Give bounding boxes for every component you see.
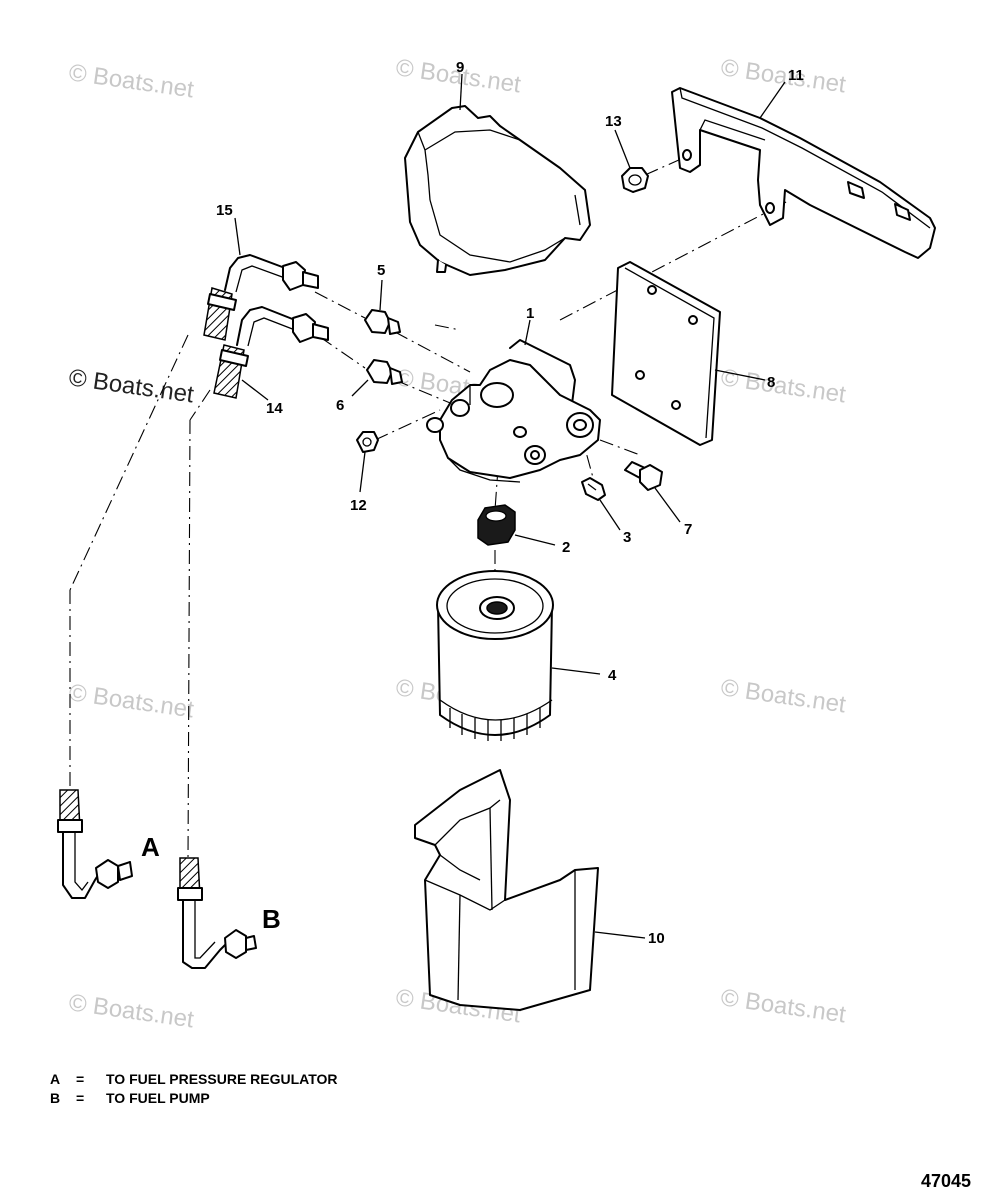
callout-5: 5: [377, 262, 385, 279]
watermark: © Boats.net: [719, 984, 848, 1028]
callout-1: 1: [526, 305, 534, 322]
callout-12: 12: [350, 497, 367, 514]
fitting-6: [366, 359, 403, 385]
callout-13: 13: [605, 113, 622, 130]
fuel-line-14: [213, 306, 329, 399]
callout-2: 2: [562, 539, 570, 556]
assembly-lines: [69, 154, 791, 861]
nut-13: [621, 167, 649, 193]
legend-separator: =: [76, 1071, 85, 1087]
callout-3: 3: [623, 529, 631, 546]
fuel-line-end-b: [177, 857, 257, 969]
legend-key: B: [50, 1090, 61, 1106]
fuel-line-15: [203, 254, 319, 341]
filter-cover: [404, 105, 591, 276]
watermark: © Boats.net: [719, 674, 848, 718]
callout-14: 14: [266, 400, 283, 417]
mounting-bracket: [671, 87, 936, 259]
callout-10: 10: [648, 930, 665, 947]
legend-separator: =: [76, 1090, 85, 1106]
watermark: © Boats.net: [67, 679, 196, 723]
connection-label-b: B: [262, 904, 281, 934]
filter-head: [426, 339, 601, 483]
legend-text: TO FUEL PRESSURE REGULATOR: [106, 1071, 338, 1087]
callout-8: 8: [767, 374, 775, 391]
callout-6: 6: [336, 397, 344, 414]
connection-label-a: A: [141, 832, 160, 862]
nut-12: [356, 431, 379, 453]
fitting-3: [581, 477, 606, 501]
legend-row-b: B = TO FUEL PUMP: [50, 1089, 338, 1108]
watermark: © Boats.net: [67, 59, 196, 103]
fuel-filter-element: [436, 570, 554, 741]
watermark: © Boats.net: [719, 54, 848, 98]
leader-lines: [234, 73, 786, 939]
legend-text: TO FUEL PUMP: [106, 1090, 210, 1106]
callout-9: 9: [456, 59, 464, 76]
lower-filter-shield: [414, 769, 599, 1011]
adapter-2: [477, 504, 516, 546]
watermark: © Boats.net: [719, 364, 848, 408]
callout-11: 11: [788, 67, 804, 84]
diagram-code: 47045: [920, 1171, 971, 1191]
watermark: © Boats.net: [67, 989, 196, 1033]
callout-4: 4: [608, 667, 617, 684]
legend-key: A: [50, 1071, 61, 1087]
fitting-5: [364, 309, 401, 335]
legend-row-a: A = TO FUEL PRESSURE REGULATOR: [50, 1070, 338, 1089]
callout-15: 15: [216, 202, 233, 219]
bolt-7: [624, 461, 663, 491]
watermark: © Boats.net: [67, 364, 196, 408]
gasket-plate: [611, 261, 721, 446]
fuel-line-end-a: [57, 789, 133, 899]
callouts: 1 2 3 4 5 6 7 8 9 10 11 12 13 14 15 A B: [141, 59, 804, 947]
filter-grip-ridges: [449, 708, 541, 741]
callout-7: 7: [684, 521, 692, 538]
legend: A = TO FUEL PRESSURE REGULATOR B = TO FU…: [50, 1070, 338, 1108]
